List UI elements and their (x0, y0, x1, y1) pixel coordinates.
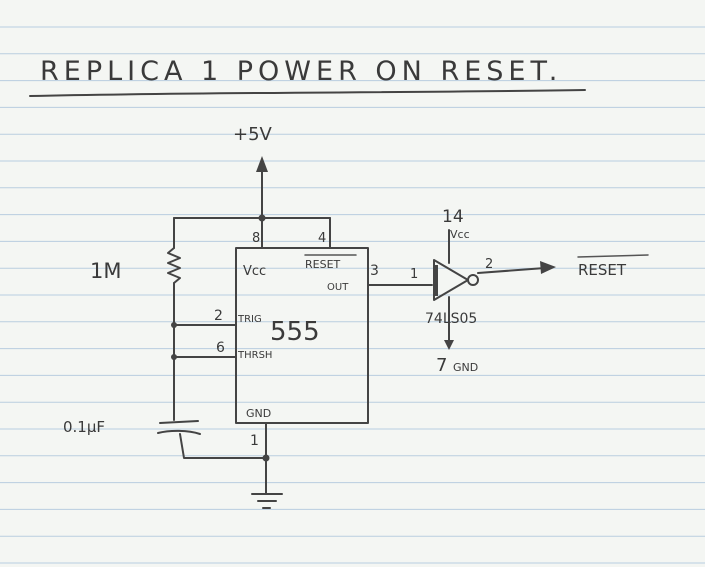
capacitor-value: 0.1µF (63, 418, 105, 436)
inverter-in-pin: 1 (410, 267, 418, 282)
inverter-vcc-name: Vcc (450, 228, 470, 241)
ruled-lines (0, 26, 705, 564)
timer-ic-body (235, 247, 369, 424)
supply-arrow (256, 156, 268, 219)
ground-junction (262, 454, 270, 462)
timer-part: 555 (270, 317, 320, 347)
title-underline (29, 89, 586, 97)
capacitor-plate-bottom (157, 429, 201, 435)
output-label: RESET (578, 261, 627, 279)
inverter-vcc-pin: 14 (442, 207, 464, 227)
inverter-part: 74LS05 (425, 311, 477, 327)
capacitor-plate-top (159, 420, 199, 424)
inverter-out-pin: 2 (485, 257, 493, 272)
inverter-gnd-name: GND (453, 361, 478, 374)
pin-vcc-name: Vcc (243, 264, 266, 279)
pin-thresh-name: THRSH (237, 350, 272, 361)
pin-vcc-number: 8 (252, 231, 260, 246)
ground-return-wire (179, 433, 267, 459)
resistor-value: 1M (90, 259, 121, 283)
ground-symbol (251, 493, 283, 509)
output-overbar (577, 254, 649, 258)
output-arrow (477, 261, 556, 274)
pin-trig-number: 2 (214, 308, 223, 324)
page-title: REPLICA 1 POWER ON RESET. (40, 56, 562, 87)
pin-reset-name: RESET (305, 258, 341, 271)
pin-out-number: 3 (370, 263, 379, 279)
pin-gnd-name: GND (246, 407, 271, 420)
pin-reset-number: 4 (318, 231, 326, 246)
pin-out-name: OUT (327, 282, 349, 293)
pin-gnd-number: 1 (250, 433, 259, 449)
inverter-gnd-pin: 7 (436, 355, 447, 376)
resistor-zigzag (167, 247, 181, 284)
pin-thresh-number: 6 (216, 340, 225, 356)
pin-trig-name: TRIG (237, 314, 262, 325)
inverter-symbol (433, 259, 479, 301)
supply-label: +5V (233, 124, 273, 145)
inverter-gnd-arrow (444, 340, 454, 350)
